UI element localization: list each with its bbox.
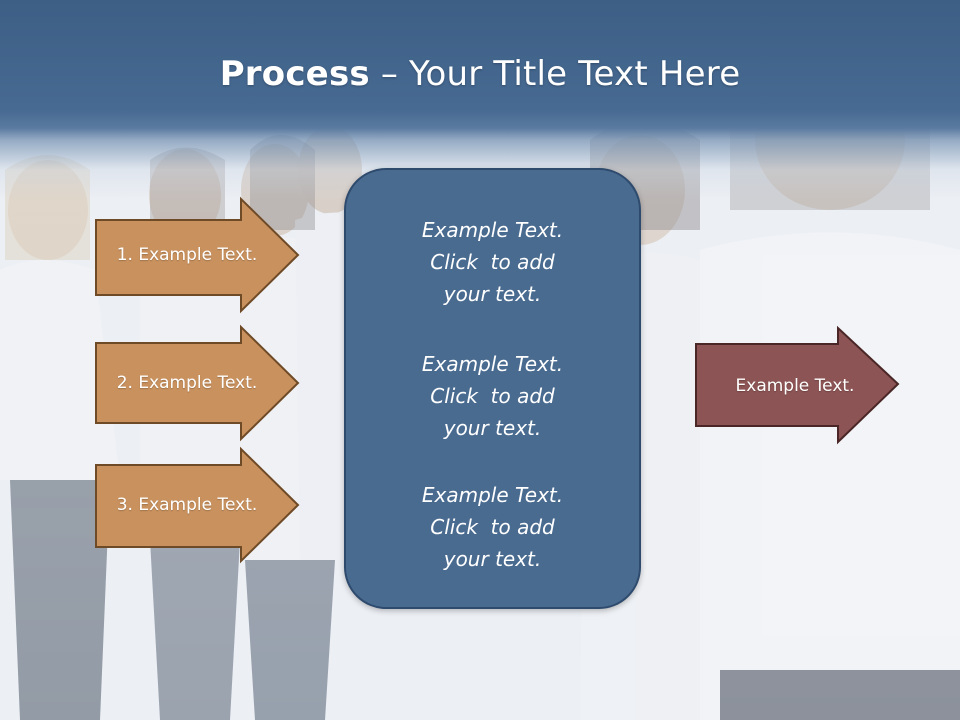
input-arrow-3-label: 3. Example Text.	[116, 495, 258, 515]
process-box-item-1-line-1: Example Text.	[421, 218, 564, 242]
input-arrow-1[interactable]: 1. Example Text.	[95, 196, 300, 314]
page-title[interactable]: Process – Your Title Text Here	[0, 52, 960, 96]
input-arrow-2-label: 2. Example Text.	[116, 373, 258, 393]
arrow-shape-2	[95, 324, 300, 442]
process-box-item-2-line-3: your text.	[443, 416, 542, 440]
process-box-item-1-line-3: your text.	[443, 282, 542, 306]
output-arrow-shape	[695, 325, 900, 445]
process-box[interactable]: Example Text. Click to add your text. Ex…	[344, 168, 641, 609]
output-arrow[interactable]: Example Text.	[695, 325, 900, 445]
title-bold: Process	[219, 54, 370, 94]
title-band	[0, 0, 960, 200]
arrow-shape-3	[95, 446, 300, 564]
input-arrow-3[interactable]: 3. Example Text.	[95, 446, 300, 564]
arrow-shape-1	[95, 196, 300, 314]
process-box-item-3-line-1: Example Text.	[421, 483, 564, 507]
title-rest: – Your Title Text Here	[369, 54, 741, 94]
process-box-item-3[interactable]: Example Text. Click to add your text.	[346, 479, 639, 575]
process-box-item-3-line-3: your text.	[443, 547, 542, 571]
process-box-item-1[interactable]: Example Text. Click to add your text.	[346, 214, 639, 310]
process-box-item-2[interactable]: Example Text. Click to add your text.	[346, 348, 639, 444]
process-box-item-1-line-2: Click to add	[430, 250, 555, 274]
input-arrow-1-label: 1. Example Text.	[116, 245, 258, 265]
process-box-item-2-line-1: Example Text.	[421, 352, 564, 376]
process-box-item-3-line-2: Click to add	[430, 515, 555, 539]
input-arrow-2[interactable]: 2. Example Text.	[95, 324, 300, 442]
output-arrow-label: Example Text.	[735, 375, 855, 396]
process-box-item-2-line-2: Click to add	[430, 384, 555, 408]
